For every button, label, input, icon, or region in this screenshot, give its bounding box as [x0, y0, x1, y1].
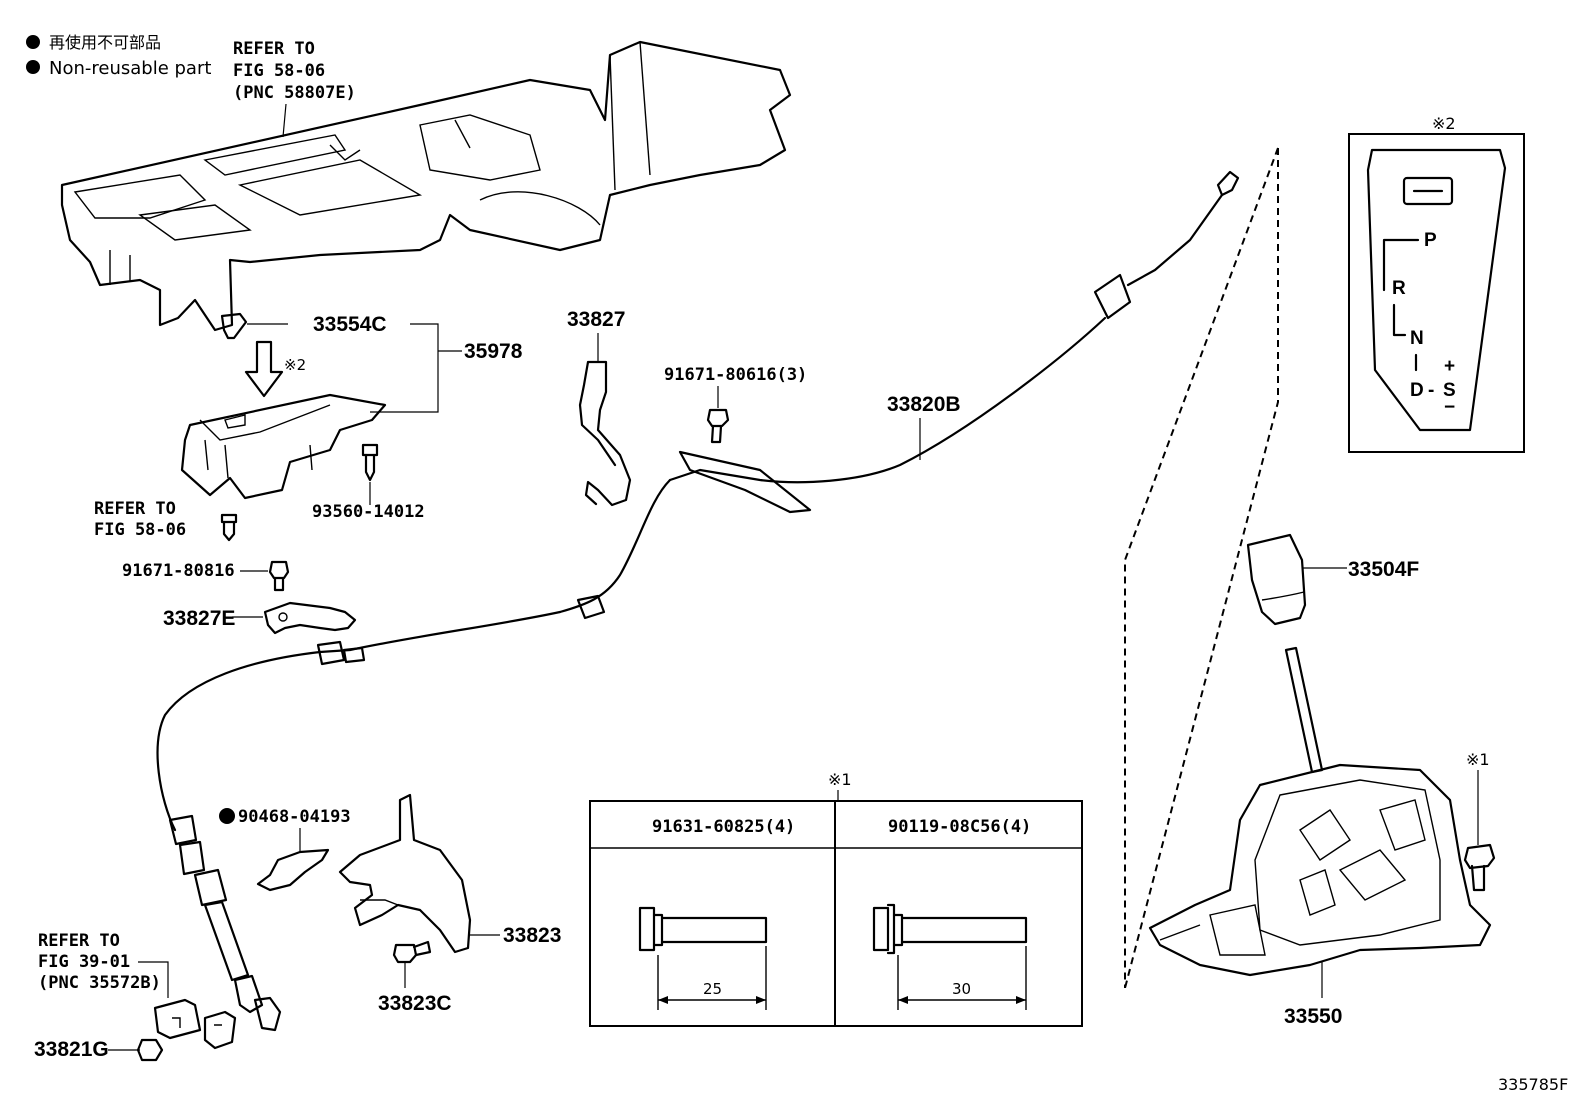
bracket-ref-line2: FIG 58-06 [94, 520, 186, 540]
part-33823c-label: 33823C [378, 992, 452, 1015]
gate-position-d: D [1410, 380, 1424, 401]
bolt-table-col2-part: 90119-08C56(4) [888, 817, 1031, 837]
legend: 再使用不可部品 Non-reusable part [26, 33, 211, 79]
note1-bolt-marker: ※1 [1466, 750, 1490, 769]
gate-position-dash: - [1428, 380, 1434, 401]
bolt-table-col1-length: 25 [703, 980, 722, 998]
part-33504f-label: 33504F [1348, 558, 1419, 581]
part-93560-label: 93560-14012 [312, 502, 425, 522]
bracket-33827e-drawing [263, 601, 357, 635]
part-33820b-label: 33820B [887, 393, 961, 416]
gate-position-minus: − [1444, 397, 1455, 418]
bolt-90119-drawing [872, 903, 1028, 1010]
part-33550-label: 33550 [1284, 1005, 1342, 1028]
gate-panel-drawing [1366, 148, 1507, 432]
non-reusable-dot-icon [219, 808, 235, 824]
legend-en: Non-reusable part [49, 58, 211, 79]
bracket-35978-drawing [180, 393, 387, 500]
console-ref-line1: REFER TO [233, 39, 315, 59]
screw-refer-drawing [220, 513, 238, 542]
console-box-drawing [60, 40, 792, 332]
bolt-33823c-drawing [392, 940, 432, 964]
part-33823-label: 33823 [503, 924, 561, 947]
figure-code: 335785F [1498, 1075, 1568, 1094]
gate-position-plus: + [1444, 356, 1455, 377]
nut-33821g-drawing [136, 1038, 164, 1062]
cable-ref-line3: (PNC 35572B) [38, 973, 161, 993]
legend-jp: 再使用不可部品 [49, 33, 161, 52]
part-90468-label: 90468-04193 [238, 807, 351, 827]
cable-end-clip-drawing [153, 998, 237, 1050]
shift-knob-33504f-drawing [1246, 533, 1307, 626]
clip-33554c-drawing [220, 312, 248, 340]
gate-position-p: P [1424, 230, 1437, 251]
bolt-table-note: ※1 [828, 770, 852, 789]
part-33827e-label: 33827E [163, 607, 235, 630]
cable-33820b-drawing [156, 170, 1240, 1032]
bolt-table-col2-length: 30 [952, 980, 971, 998]
part-33827-label: 33827 [567, 308, 625, 331]
console-ref-line2: FIG 58-06 [233, 61, 325, 81]
shift-lever-33550-drawing [1148, 646, 1492, 977]
bolt-91671-80616-drawing [706, 408, 730, 444]
bolt-note1-drawing [1463, 843, 1496, 892]
clip-90468-drawing [256, 848, 330, 892]
part-35978-label: 35978 [464, 340, 523, 363]
bracket-33823-drawing [338, 793, 472, 954]
bracket-ref-line1: REFER TO [94, 499, 176, 519]
note2-marker: ※2 [284, 356, 306, 374]
cable-ref-line1: REFER TO [38, 931, 120, 951]
part-91671-80816-label: 91671-80816 [122, 561, 235, 581]
bolt-table [589, 800, 1083, 1027]
bracket-33827-drawing [578, 360, 632, 507]
bolt-91671-80816-drawing [268, 560, 290, 592]
gate-panel-frame [1348, 133, 1525, 453]
non-reusable-dot-icon [26, 35, 40, 49]
bolt-table-col1-part: 91631-60825(4) [652, 817, 795, 837]
bolt-91631-drawing [638, 906, 768, 1010]
install-direction-arrow-icon [244, 340, 284, 398]
non-reusable-dot-icon [26, 60, 40, 74]
cable-ref-line2: FIG 39-01 [38, 952, 130, 972]
gate-position-n: N [1410, 328, 1424, 349]
gate-position-r: R [1392, 278, 1406, 299]
console-ref-line3: (PNC 58807E) [233, 83, 356, 103]
screw-93560-drawing [361, 443, 379, 482]
part-33554c-label: 33554C [313, 313, 387, 336]
part-33821g-label: 33821G [34, 1038, 109, 1061]
console-reference: REFER TO FIG 58-06 (PNC 58807E) [233, 39, 356, 138]
gate-panel-note: ※2 [1432, 114, 1456, 133]
gate-position-s: S [1443, 380, 1456, 401]
part-91671-80616-label: 91671-80616(3) [664, 365, 807, 385]
